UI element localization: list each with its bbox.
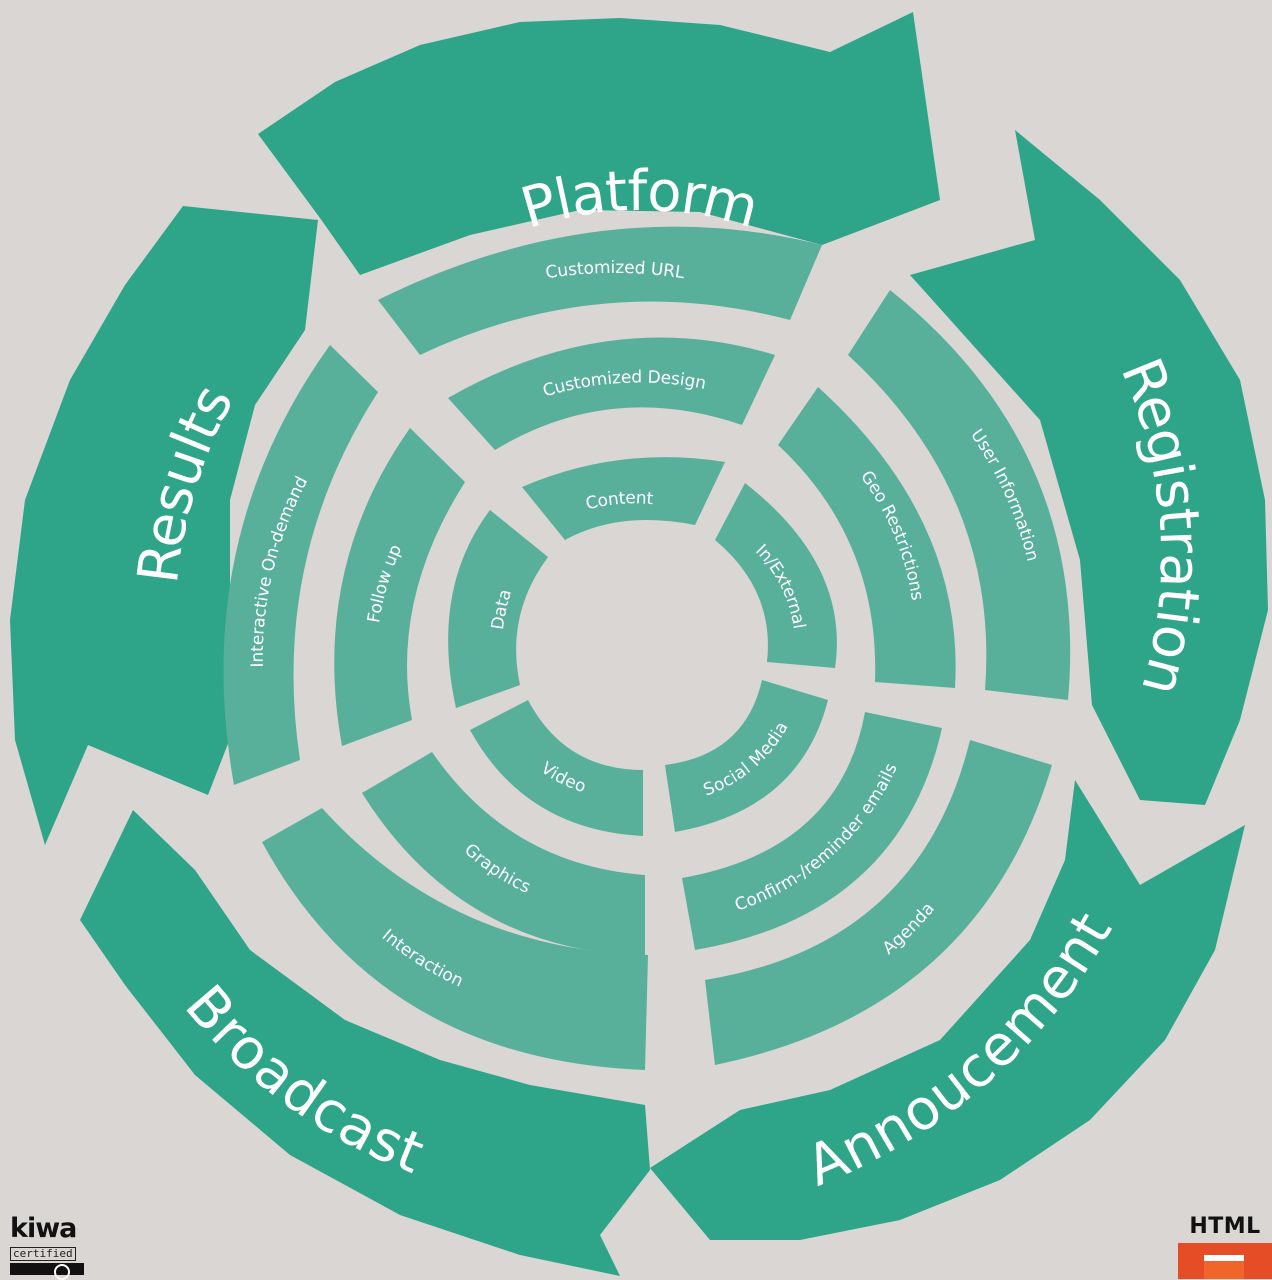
kiwa-logo-sub: certified [10, 1247, 76, 1261]
kiwa-logo-word: kiwa [10, 1213, 77, 1244]
segment-agenda [705, 740, 1052, 1065]
html5-shield-icon [1178, 1243, 1272, 1279]
segment-video [470, 700, 643, 836]
segment-follow-up [334, 428, 465, 746]
kiwa-logo: kiwa certified [10, 1213, 88, 1280]
segment-customized-url [378, 226, 822, 355]
segment-user-information [848, 290, 1071, 700]
segment-interactive-on-demand [223, 345, 378, 785]
segment-customized-design [448, 337, 775, 450]
arrow-annoucement [650, 780, 1245, 1240]
segment-geo-restrictions [778, 387, 956, 688]
segment-content [522, 457, 725, 540]
kiwa-logo-mark [10, 1263, 84, 1280]
arrow-registration [910, 130, 1268, 805]
segment-data [448, 510, 548, 708]
segment-social-media [665, 680, 828, 832]
arrow-platform [258, 12, 940, 275]
segment-interaction [262, 808, 648, 1070]
segment-confirm-reminder-emails [682, 712, 942, 950]
arrow-broadcast [80, 810, 650, 1276]
html5-logo: HTML [1178, 1214, 1272, 1279]
html5-logo-word: HTML [1189, 1214, 1261, 1239]
segment-graphics [362, 752, 645, 956]
segment-in-external [715, 483, 837, 668]
ring-segments [223, 226, 1071, 1070]
